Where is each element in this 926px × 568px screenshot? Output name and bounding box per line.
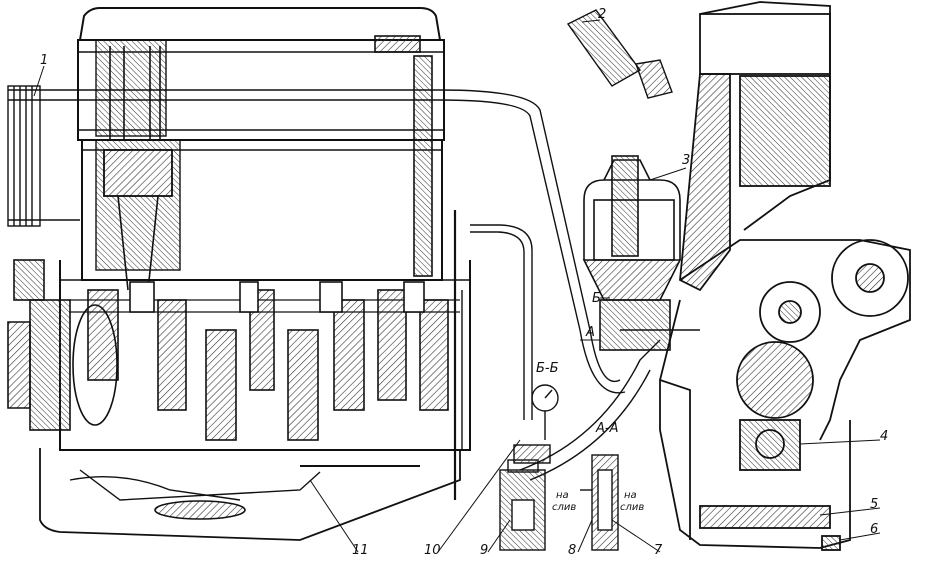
callout-7: 7 bbox=[654, 543, 663, 558]
drain-label-right-top: на bbox=[624, 490, 637, 501]
callout-5: 5 bbox=[870, 497, 878, 512]
bypass-valve bbox=[580, 454, 619, 551]
drain-label-left-top: на bbox=[556, 490, 569, 501]
callout-11: 11 bbox=[352, 543, 369, 558]
callout-9: 9 bbox=[480, 543, 488, 558]
callout-leaders bbox=[33, 19, 881, 553]
oil-filler-cap bbox=[566, 9, 673, 99]
callout-1: 1 bbox=[40, 53, 48, 68]
callout-2: 2 bbox=[598, 7, 606, 22]
callout-labels: 1 2 3 4 5 6 7 8 9 10 11 Б-Б А-А Б А на с… bbox=[40, 7, 888, 558]
engine-longitudinal-section bbox=[7, 7, 471, 541]
oil-pressure-gauge bbox=[531, 384, 559, 440]
callout-3: 3 bbox=[682, 153, 690, 168]
section-mark-a: А bbox=[585, 325, 595, 340]
callout-6: 6 bbox=[870, 522, 878, 537]
front-pulley bbox=[7, 259, 118, 431]
drain-label-right-bottom: слив bbox=[620, 502, 644, 513]
callout-4: 4 bbox=[880, 429, 888, 444]
section-label-aa: А-А bbox=[595, 421, 618, 436]
drain-label-left-bottom: слив bbox=[552, 502, 576, 513]
section-mark-b: Б bbox=[592, 291, 601, 306]
callout-8: 8 bbox=[568, 543, 576, 558]
engine-cross-section bbox=[620, 1, 911, 551]
section-label-bb: Б-Б bbox=[536, 361, 559, 376]
oil-lines bbox=[8, 89, 661, 501]
reducing-valve bbox=[499, 444, 551, 551]
callout-10: 10 bbox=[424, 543, 441, 558]
crankshaft bbox=[70, 281, 460, 441]
centrifugal-filter bbox=[582, 155, 682, 351]
oil-cooler bbox=[7, 85, 80, 227]
